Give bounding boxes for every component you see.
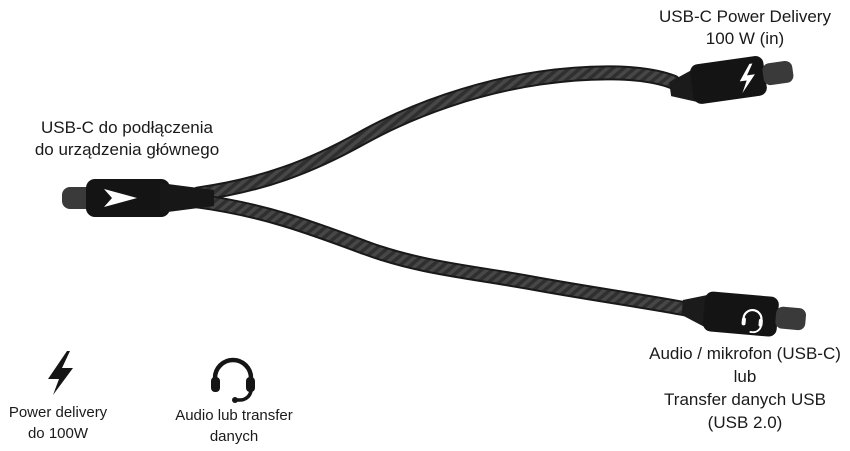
- label-line: 100 W (in): [705, 29, 785, 48]
- label-main-connector: USB-C do podłączenia do urządzenia główn…: [8, 117, 246, 161]
- legend-line: Power delivery: [8, 404, 108, 421]
- pd-lightning-icon: [739, 63, 755, 94]
- label-line: Audio / mikrofon (USB-C): [649, 344, 841, 363]
- lightning-icon: [48, 351, 73, 395]
- label-line: USB-C Power Delivery: [659, 7, 831, 26]
- legend-power-label: Power delivery do 100W: [2, 402, 114, 444]
- cable-branch-bottom: [190, 193, 694, 317]
- top-usbc-connector: [669, 56, 794, 104]
- label-line: (USB 2.0): [707, 413, 783, 432]
- label-line: lub: [733, 367, 757, 386]
- label-line: Transfer danych USB: [664, 390, 826, 409]
- legend-audio-label: Audio lub transfer danych: [168, 405, 300, 447]
- audio-headset-icon: [741, 309, 763, 334]
- brand-arrow-icon: [104, 189, 137, 207]
- legend-line: Audio lub transfer: [175, 407, 293, 424]
- label-line: USB-C do podłączenia: [41, 118, 213, 137]
- headset-icon: [211, 357, 255, 403]
- legend-line: do 100W: [27, 425, 89, 442]
- label-line: do urządzenia głównego: [34, 140, 220, 159]
- cable-branch-top: [190, 65, 681, 202]
- label-bottom-connector: Audio / mikrofon (USB-C) lub Transfer da…: [600, 342, 850, 434]
- bottom-usbc-connector: [681, 291, 806, 337]
- label-top-connector: USB-C Power Delivery 100 W (in): [600, 6, 850, 50]
- main-usbc-connector: [62, 179, 214, 217]
- legend-line: danych: [209, 428, 259, 445]
